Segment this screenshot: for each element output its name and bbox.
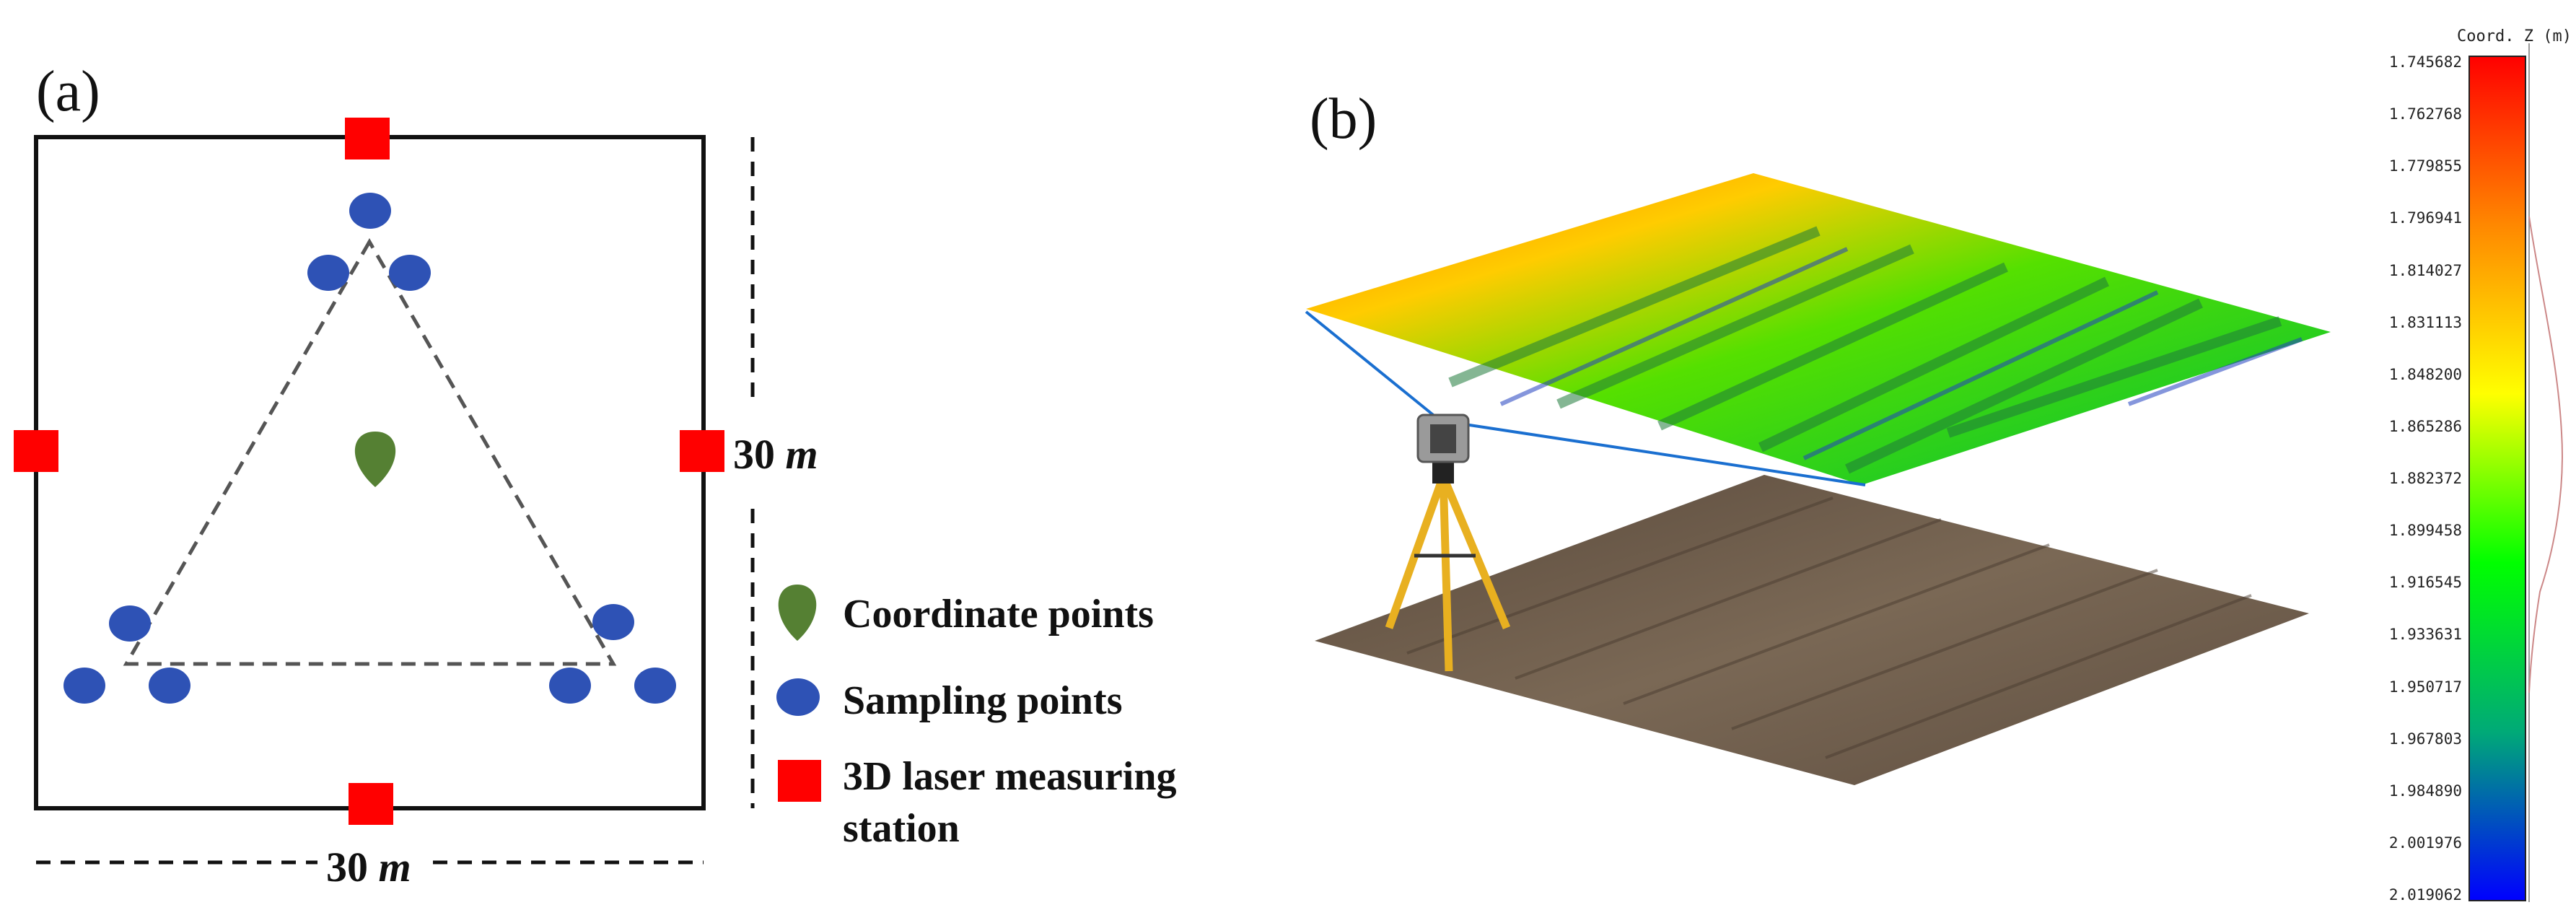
sampling-point <box>63 668 105 704</box>
colorbar-tick-label: 1.762768 <box>2388 105 2462 123</box>
square-icon <box>778 760 821 802</box>
legend-sampling-points: Sampling points <box>843 678 1123 723</box>
colorbar-tick-label: 1.865286 <box>2388 417 2462 435</box>
dimension-bottom-value: 30 <box>326 844 368 891</box>
dimension-right-unit: m <box>785 431 818 478</box>
sampling-point <box>307 255 349 291</box>
station-marker-right <box>680 430 724 472</box>
colorbar-tick-label: 1.984890 <box>2388 782 2462 800</box>
sampling-point <box>349 193 391 229</box>
panel-a-label: (a) <box>36 60 100 123</box>
colorbar-tick-label: 1.933631 <box>2388 626 2462 644</box>
colorbar-tick-label: 1.882372 <box>2388 470 2462 487</box>
colorbar-tick-label: 1.848200 <box>2388 365 2462 383</box>
sampling-point <box>634 668 676 704</box>
soil-surface <box>1315 475 2309 785</box>
dimension-right-value: 30 <box>733 431 775 478</box>
colorbar-tick-label: 1.950717 <box>2388 678 2462 696</box>
point-cloud-surface <box>1306 173 2331 485</box>
legend-coordinate-points: Coordinate points <box>843 592 1154 637</box>
colorbar-tick-label: 1.967803 <box>2388 730 2462 748</box>
sampling-point <box>109 605 151 642</box>
legend-laser-station: 3D laser measuring station <box>843 754 1177 851</box>
colorbar-tick-label: 1.745682 <box>2388 53 2462 71</box>
dimension-bottom-label: 30 m <box>326 843 411 891</box>
colorbar-bar <box>2468 56 2526 901</box>
sampling-point <box>149 668 190 704</box>
legend-a <box>776 585 821 802</box>
colorbar-tick-label: 1.779855 <box>2388 157 2462 175</box>
colorbar-title: Coord. Z (m) <box>2457 27 2572 45</box>
colorbar-tick-label: 2.001976 <box>2388 834 2462 852</box>
panel-a <box>14 118 755 865</box>
point-cloud-ridges <box>1448 226 2282 474</box>
colorbar-tick-label: 1.796941 <box>2388 209 2462 227</box>
soil-furrows <box>1406 497 2252 759</box>
sampling-triangle <box>123 237 617 666</box>
sampling-point <box>592 604 634 640</box>
dimension-bottom-unit: m <box>378 844 411 891</box>
station-marker-bottom <box>349 783 393 825</box>
panel-b-label: (b) <box>1310 87 1377 151</box>
colorbar-tick-label: 1.831113 <box>2388 313 2462 331</box>
colorbar-tick-label: 1.814027 <box>2388 261 2462 279</box>
coordinate-pin-icon <box>354 432 396 487</box>
dimension-right-label: 30 m <box>733 430 818 478</box>
sampling-point <box>549 668 591 704</box>
station-marker-left <box>14 430 58 472</box>
scan-ray-right <box>1450 421 1866 486</box>
circle-icon <box>776 678 820 716</box>
scan-ray-left <box>1305 310 1437 419</box>
colorbar-tick-label: 1.916545 <box>2388 574 2462 592</box>
map-pin-icon <box>778 585 817 641</box>
colorbar-tick-label: 2.019062 <box>2388 886 2462 904</box>
station-marker-top <box>345 118 390 159</box>
point-cloud-low-bands <box>1499 247 2303 460</box>
panel-b <box>1305 173 2331 785</box>
colorbar <box>2468 43 2563 902</box>
colorbar-tick-label: 1.899458 <box>2388 522 2462 540</box>
sampling-point <box>389 255 431 291</box>
laser-scanner-tripod <box>1385 414 1511 672</box>
colorbar-histogram <box>2528 216 2563 694</box>
